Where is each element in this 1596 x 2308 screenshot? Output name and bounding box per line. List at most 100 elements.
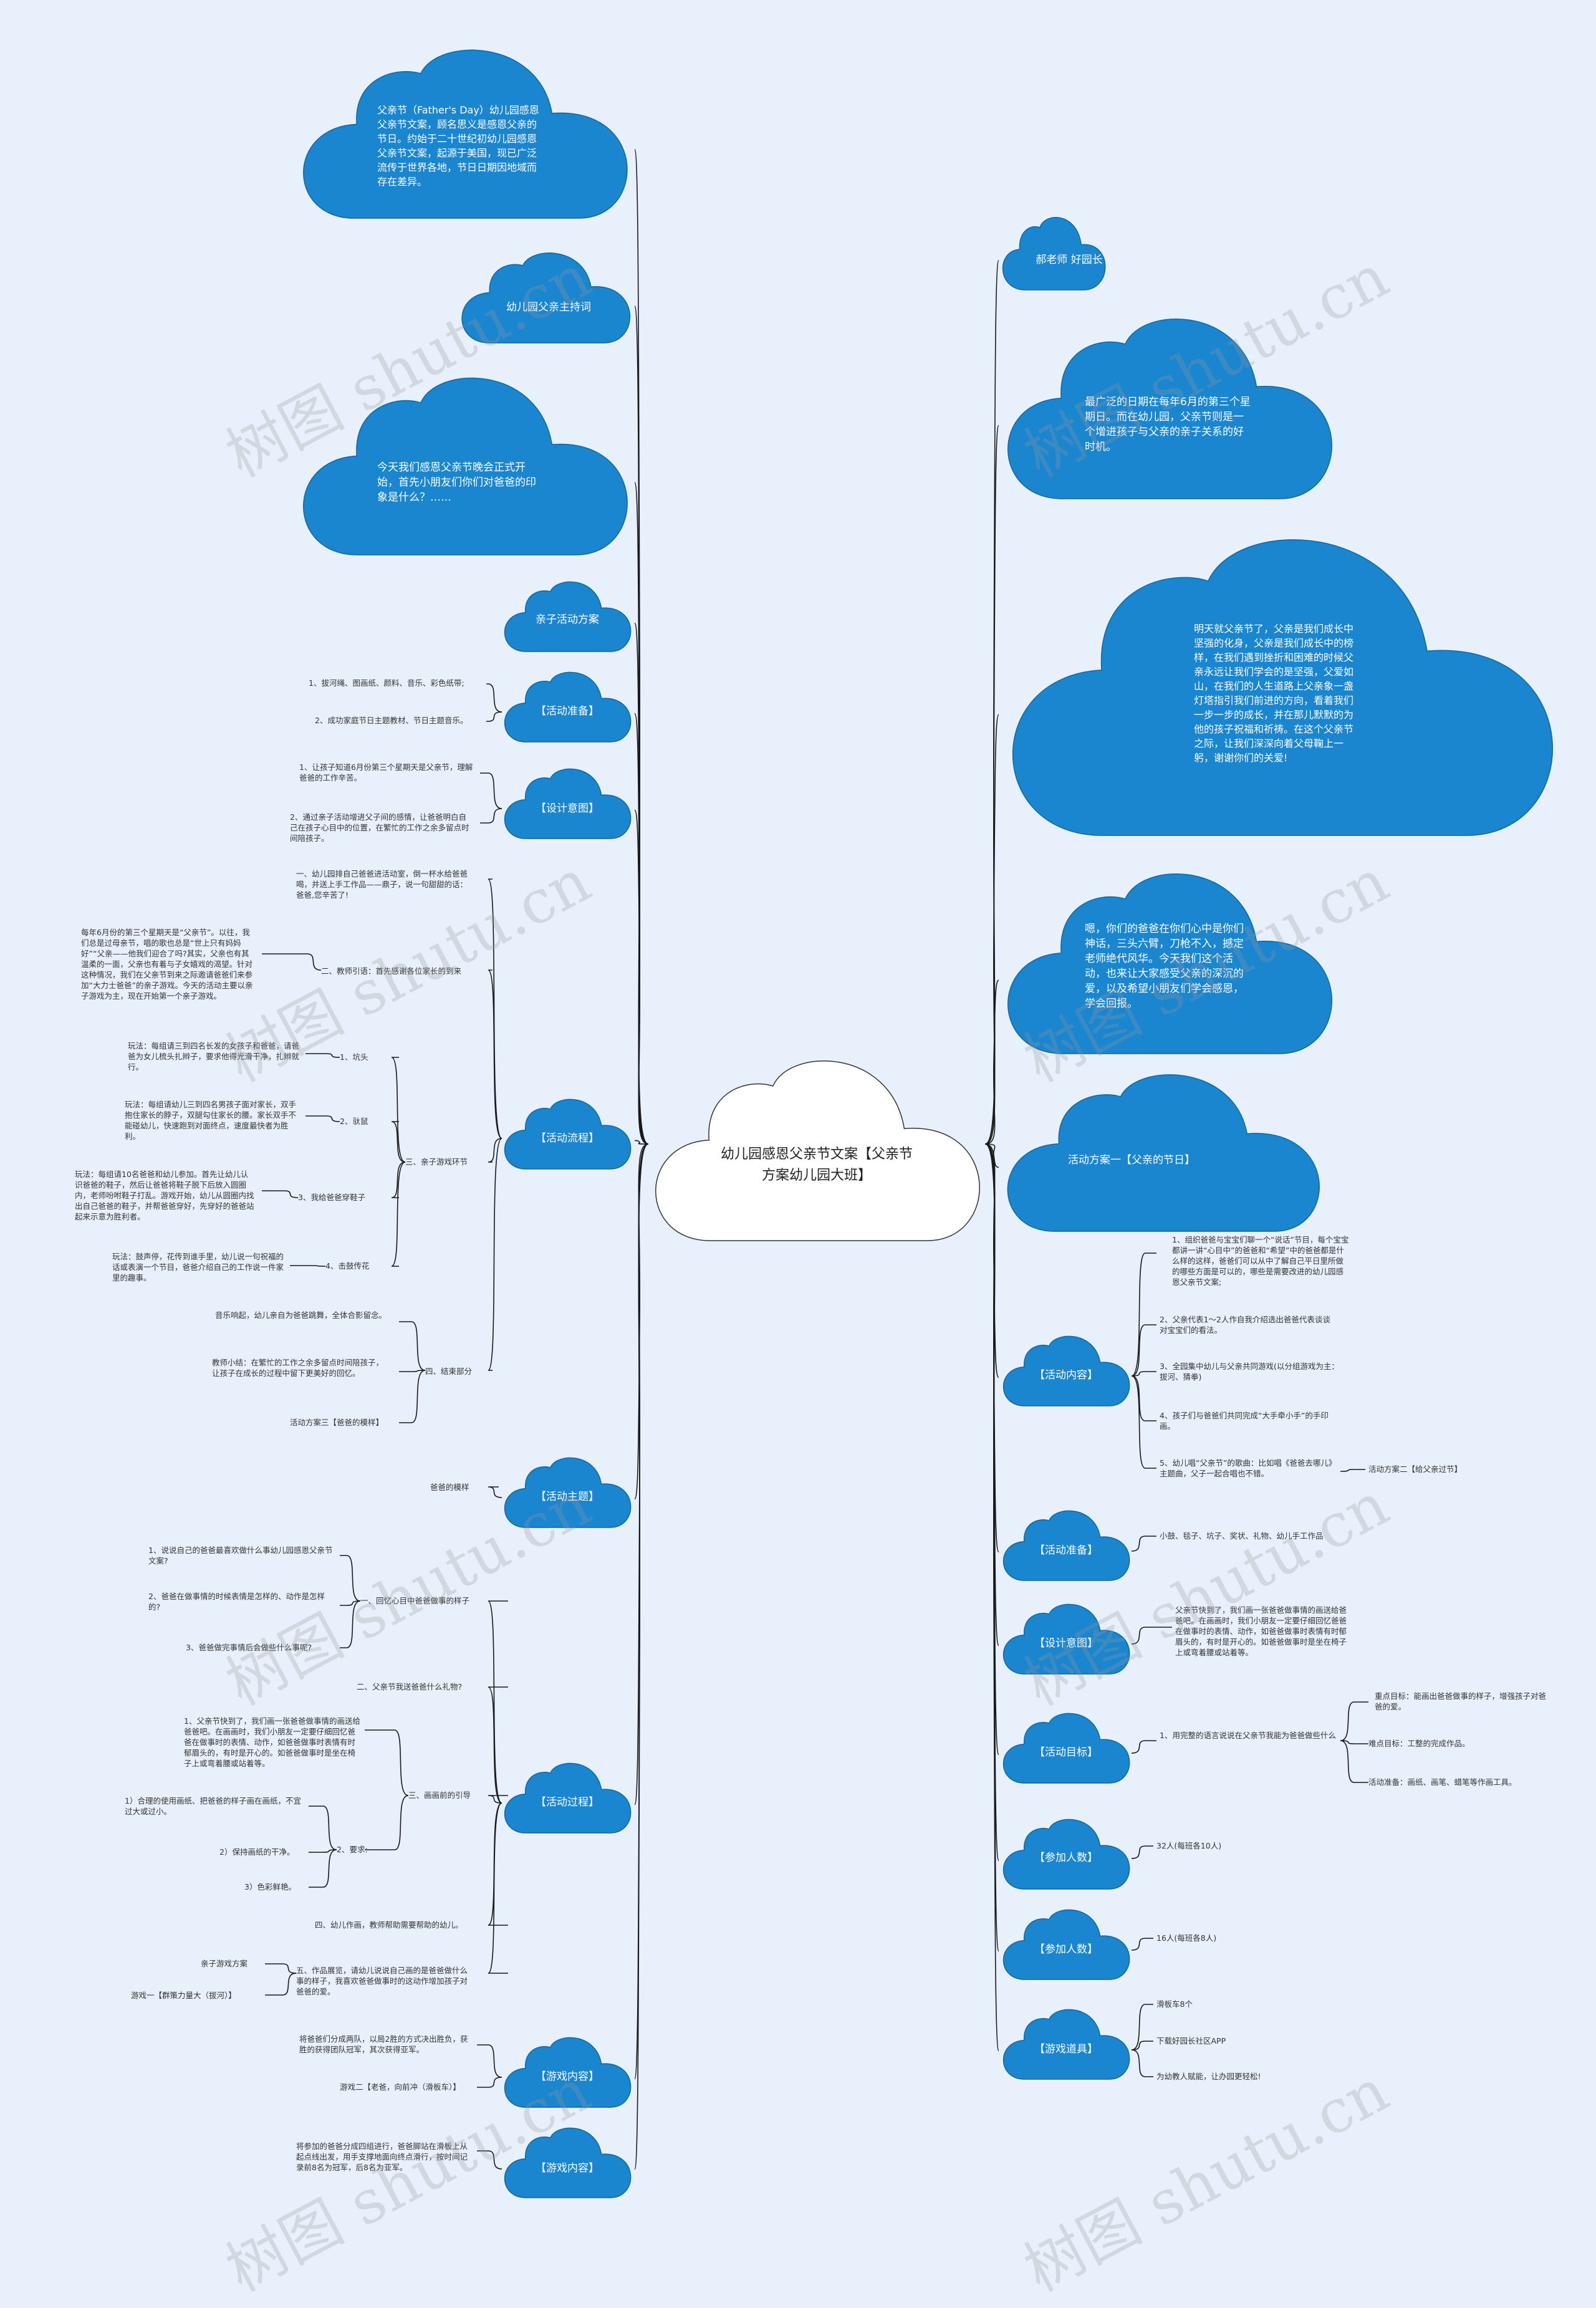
node-goal[interactable]: 【活动目标】 xyxy=(1034,1746,1098,1759)
cloud-goal[interactable] xyxy=(1002,1713,1130,1784)
node-opening[interactable]: 今天我们感恩父亲节晚会正式开始，首先小朋友们你们对爸爸的印象是什么？…… xyxy=(377,461,536,504)
br-pstep1-2 xyxy=(340,1600,361,1648)
cloud-host[interactable] xyxy=(461,252,631,344)
trunk-cloud-game2 xyxy=(634,1143,649,2170)
node-props[interactable]: 【游戏道具】 xyxy=(1034,2043,1098,2056)
node-game2[interactable]: 【游戏内容】 xyxy=(536,2162,599,2175)
node-right-prep[interactable]: 【活动准备】 xyxy=(1034,1544,1098,1557)
design-item-1: 1、让孩子知道6月份第三个星期天是父亲节，理解爸爸的工作辛苦。 xyxy=(299,762,473,782)
br-content-3 xyxy=(1131,1375,1156,1421)
flow-step2: 二、教师引语：首先感谢各位家长的到来 xyxy=(321,966,462,976)
mindmap-canvas xyxy=(262,49,1554,2198)
cloud-props[interactable] xyxy=(1002,2009,1130,2080)
process-step1: 一、回忆心目中爸爸做事的样子 xyxy=(360,1596,470,1605)
node-left-prep[interactable]: 【活动准备】 xyxy=(536,705,599,718)
cloud-game1[interactable] xyxy=(504,2037,632,2108)
br-pstep3-0 xyxy=(365,1729,409,1796)
count1-item: 32人(每班各10人) xyxy=(1156,1841,1222,1850)
br-game1-0 xyxy=(305,1053,340,1058)
prep-item-2: 2、成功家庭节日主题教材、节日主题音乐。 xyxy=(315,716,468,725)
trunk-cloud-opening xyxy=(634,482,649,1145)
cloud-greeting[interactable] xyxy=(1002,217,1106,291)
process-step1-item-2: 2、爸爸在做事情的时候表情是怎样的、动作是怎样的? xyxy=(148,1592,325,1612)
process-step3: 三、画画前的引导 xyxy=(408,1791,471,1800)
node-date[interactable]: 最广泛的日期在每年6月的第三个星期日。而在幼儿园，父亲节则是一个增进孩子与父亲的… xyxy=(1085,396,1251,453)
connector-lines xyxy=(262,149,1368,2170)
cloud-parent-plan[interactable] xyxy=(504,581,632,652)
cloud-count1[interactable] xyxy=(1002,1819,1130,1890)
trunk-cloud-right-prep xyxy=(984,1143,999,1553)
process-req-item-2: 2）保持画纸的干净。 xyxy=(219,1847,295,1857)
root-cloud[interactable] xyxy=(655,1060,980,1241)
node-parent-plan[interactable]: 亲子活动方案 xyxy=(536,613,599,626)
cloud-left-prep[interactable] xyxy=(504,671,632,743)
game1-item-1: 将爸爸们分成两队，以局2胜的方式决出胜负，获胜的获得团队冠军，其次获得亚军。 xyxy=(299,2034,468,2054)
br-process-1 xyxy=(488,1686,508,1804)
node-speech[interactable]: 明天就父亲节了，父亲是我们成长中坚强的化身，父亲是我们成长中的榜样，在我们遇到挫… xyxy=(1194,623,1354,764)
br-theme-0 xyxy=(488,1486,502,1498)
node-right-design[interactable]: 【设计意图】 xyxy=(1034,1637,1098,1650)
root-topic[interactable]: 幼儿园感恩父亲节文案【父亲节方案幼儿园大班】 xyxy=(720,1147,913,1183)
game2-item: 将参加的爸爸分成四组进行，爸爸脚站在滑板上从起点线出发，用手支撑地面向终点滑行，… xyxy=(296,2142,468,2172)
br-process-2 xyxy=(488,1795,508,1804)
cloud-opening[interactable] xyxy=(303,377,628,555)
br-goal-0 xyxy=(1131,1740,1156,1754)
cloud-hero[interactable] xyxy=(1007,873,1332,1054)
cloud-content[interactable] xyxy=(1002,1335,1130,1406)
node-hero[interactable]: 嗯，你们的爸爸在你们心中是你们神话，三头六臂，刀枪不入，撼定老师绝代风华。今天我… xyxy=(1085,923,1244,1010)
trunk-cloud-left-design xyxy=(634,809,649,1145)
node-count1[interactable]: 【参加人数】 xyxy=(1034,1852,1098,1864)
game-2-rule: 玩法：每组请幼儿三到四名男孩子面对家长，双手抱住家长的脖子，双腿勾住家长的腰。家… xyxy=(125,1100,297,1141)
cloud-count2[interactable] xyxy=(1002,1909,1130,1980)
cloud-date[interactable] xyxy=(1007,318,1332,499)
step4-item-2: 教师小结：在繁忙的工作之余多留点时间陪孩子，让孩子在成长的过程中留下更美好的回忆… xyxy=(212,1358,384,1378)
br-content-1 xyxy=(1131,1324,1156,1377)
design-item-2: 2、通过亲子活动增进父子间的感情，让爸爸明白自己在孩子心目中的位置，在繁忙的工作… xyxy=(290,812,469,843)
br-req-1 xyxy=(309,1849,337,1853)
node-intro[interactable]: 父亲节（Father's Day）幼儿园感恩父亲节文案，顾名思义是感恩父亲的节日… xyxy=(377,104,539,188)
cloud-flow[interactable] xyxy=(504,1099,632,1170)
node-process[interactable]: 【活动过程】 xyxy=(536,1796,599,1809)
cloud-process[interactable] xyxy=(504,1762,632,1834)
process-step3-item-1: 1、父亲节快到了，我们画一张爸爸做事情的画送给爸爸吧。在画画时，我们小朋友一定要… xyxy=(184,1716,360,1768)
node-left-design[interactable]: 【设计意图】 xyxy=(536,802,599,815)
br-step4-2 xyxy=(399,1370,426,1423)
process-extra-2: 游戏一【群策力量大（拔河）】 xyxy=(131,1991,236,2000)
cloud-left-design[interactable] xyxy=(504,768,632,839)
node-theme[interactable]: 【活动主题】 xyxy=(536,1491,599,1503)
cloud-right-prep[interactable] xyxy=(1002,1510,1130,1581)
props-item-1: 滑板车8个 xyxy=(1156,1999,1193,2009)
br-plan2-0 xyxy=(1340,1469,1365,1472)
game-1-rule: 玩法：每组请三到四名长发的女孩子和爸爸，请爸爸为女儿梳头扎辫子，要求他得光滑干净… xyxy=(128,1041,300,1072)
process-extra-1: 亲子游戏方案 xyxy=(201,1959,248,1968)
cloud-nodes xyxy=(303,49,1554,2198)
process-req-item-3: 3）色彩鲜艳。 xyxy=(244,1882,296,1892)
cloud-theme[interactable] xyxy=(504,1457,632,1528)
flow-step1: 一、幼儿园排自己爸爸进活动室，倒一杯水给爸爸喝，并送上手工作品——鼎子，说一句甜… xyxy=(296,869,468,900)
br-flow-3 xyxy=(488,1138,502,1371)
br-step3-0 xyxy=(391,1057,406,1163)
cloud-game2[interactable] xyxy=(504,2127,632,2198)
trunk-cloud-intro xyxy=(634,149,649,1145)
node-count2[interactable]: 【参加人数】 xyxy=(1034,1943,1098,1956)
process-step1-item-1: 1、说说自己的爸爸最喜欢做什么事幼儿园感恩父亲节文案? xyxy=(148,1546,333,1565)
cloud-plan1[interactable] xyxy=(1007,1074,1320,1232)
game-1-name: 1、坑头 xyxy=(340,1052,368,1062)
br-game1-1 xyxy=(477,2077,502,2088)
cloud-speech[interactable] xyxy=(1012,539,1554,836)
trunk-cloud-date xyxy=(984,425,999,1145)
cloud-intro[interactable] xyxy=(303,49,628,219)
node-flow[interactable]: 【活动流程】 xyxy=(536,1132,599,1145)
br-design-1 xyxy=(480,808,502,824)
node-greeting[interactable]: 郝老师 好园长 xyxy=(1036,254,1103,266)
br-step4-0 xyxy=(399,1321,426,1371)
node-plan1[interactable]: 活动方案一【父亲的节日】 xyxy=(1068,1154,1195,1166)
cloud-right-design[interactable] xyxy=(1002,1604,1130,1675)
node-host[interactable]: 幼儿园父亲主持词 xyxy=(506,301,591,314)
node-content[interactable]: 【活动内容】 xyxy=(1034,1369,1098,1382)
br-props-1 xyxy=(1131,2041,1153,2051)
br-props-0 xyxy=(1131,2004,1153,2051)
br-count2-0 xyxy=(1131,1938,1153,1951)
br-game1-0 xyxy=(477,2044,502,2078)
node-game1[interactable]: 【游戏内容】 xyxy=(536,2070,599,2083)
